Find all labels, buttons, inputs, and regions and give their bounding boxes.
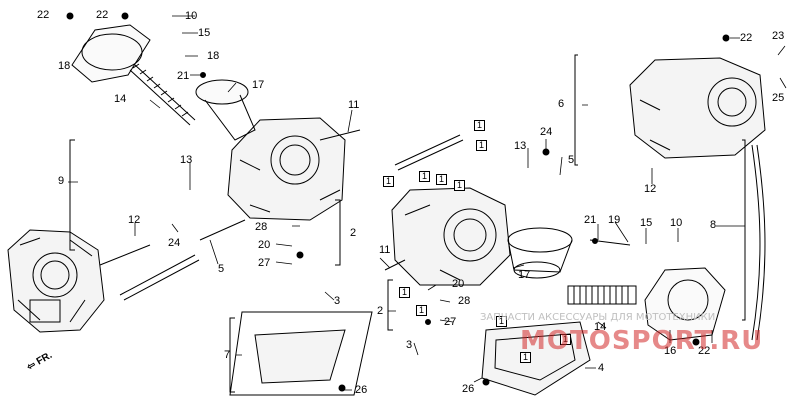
part-label-11: 11	[348, 99, 360, 111]
part-label-28: 28	[255, 221, 268, 233]
boxed-label-1: 1	[419, 171, 431, 182]
part-label-22: 22	[698, 345, 711, 357]
float-bowl-left	[229, 311, 373, 396]
part-label-25: 25	[772, 92, 785, 104]
part-label-13: 13	[514, 140, 527, 152]
part-label-21: 21	[177, 70, 190, 82]
part-label-17: 17	[518, 269, 531, 281]
group-brackets	[69, 54, 746, 393]
fuel-tube	[751, 144, 766, 341]
part-label-17: 17	[252, 79, 265, 91]
part-label-19: 19	[608, 214, 621, 226]
part-label-15: 15	[640, 217, 653, 229]
part-label-10: 10	[185, 10, 198, 22]
carburetor-body-left	[7, 229, 105, 333]
part-label-8: 8	[710, 219, 717, 231]
part-label-9: 9	[58, 175, 65, 187]
boxed-label-1: 1	[496, 316, 508, 327]
carburetor-body-upper	[227, 117, 346, 221]
part-label-14: 14	[594, 321, 607, 333]
piston-center	[507, 227, 573, 279]
spring-left	[129, 63, 196, 126]
carburetor-body-center	[391, 187, 511, 286]
part-label-2: 2	[377, 305, 384, 317]
part-label-24: 24	[540, 126, 553, 138]
part-label-28: 28	[458, 295, 471, 307]
fasteners	[66, 12, 730, 392]
spring-right	[567, 285, 637, 305]
part-label-22: 22	[96, 9, 109, 21]
top-cover-right	[644, 267, 726, 341]
boxed-label-1: 1	[416, 305, 428, 316]
part-label-21: 21	[584, 214, 597, 226]
part-label-18: 18	[207, 50, 220, 62]
part-label-18: 18	[58, 60, 71, 72]
part-label-22: 22	[37, 9, 50, 21]
part-label-5: 5	[218, 263, 225, 275]
part-label-23: 23	[772, 30, 785, 42]
boxed-label-1: 1	[520, 352, 532, 363]
boxed-label-1: 1	[560, 334, 572, 345]
part-label-12: 12	[128, 214, 141, 226]
boxed-label-1: 1	[383, 176, 395, 187]
part-label-4: 4	[598, 362, 605, 374]
carburetor-body-right	[629, 57, 766, 159]
part-label-26: 26	[462, 383, 475, 395]
boxed-label-1: 1	[436, 174, 448, 185]
part-label-16: 16	[664, 345, 677, 357]
part-label-22: 22	[740, 32, 753, 44]
watermark-logo: MOTOSPORT.RU	[520, 326, 764, 356]
watermark-caption: ЗАПЧАСТИ АКСЕССУАРЫ ДЛЯ МОТОТЕХНИКИ	[480, 312, 716, 323]
leader-lines	[68, 15, 787, 391]
part-label-12: 12	[644, 183, 657, 195]
part-label-20: 20	[452, 278, 465, 290]
part-label-14: 14	[114, 93, 127, 105]
part-label-20: 20	[258, 239, 271, 251]
part-label-26: 26	[355, 384, 368, 396]
boxed-label-1: 1	[454, 180, 466, 191]
part-label-10: 10	[670, 217, 683, 229]
part-label-2: 2	[350, 227, 357, 239]
boxed-label-1: 1	[476, 140, 488, 151]
part-label-3: 3	[406, 339, 413, 351]
part-label-3: 3	[334, 295, 341, 307]
part-label-7: 7	[224, 349, 231, 361]
part-label-13: 13	[180, 154, 193, 166]
part-label-27: 27	[444, 316, 457, 328]
boxed-label-1: 1	[474, 120, 486, 131]
part-label-5: 5	[568, 154, 575, 166]
boxed-label-1: 1	[399, 287, 411, 298]
part-label-27: 27	[258, 257, 271, 269]
top-cover-left	[71, 24, 151, 83]
part-label-15: 15	[198, 27, 211, 39]
part-label-6: 6	[558, 98, 565, 110]
part-label-24: 24	[168, 237, 181, 249]
part-label-11: 11	[379, 244, 391, 256]
diaphragm-piston-left	[195, 79, 256, 141]
